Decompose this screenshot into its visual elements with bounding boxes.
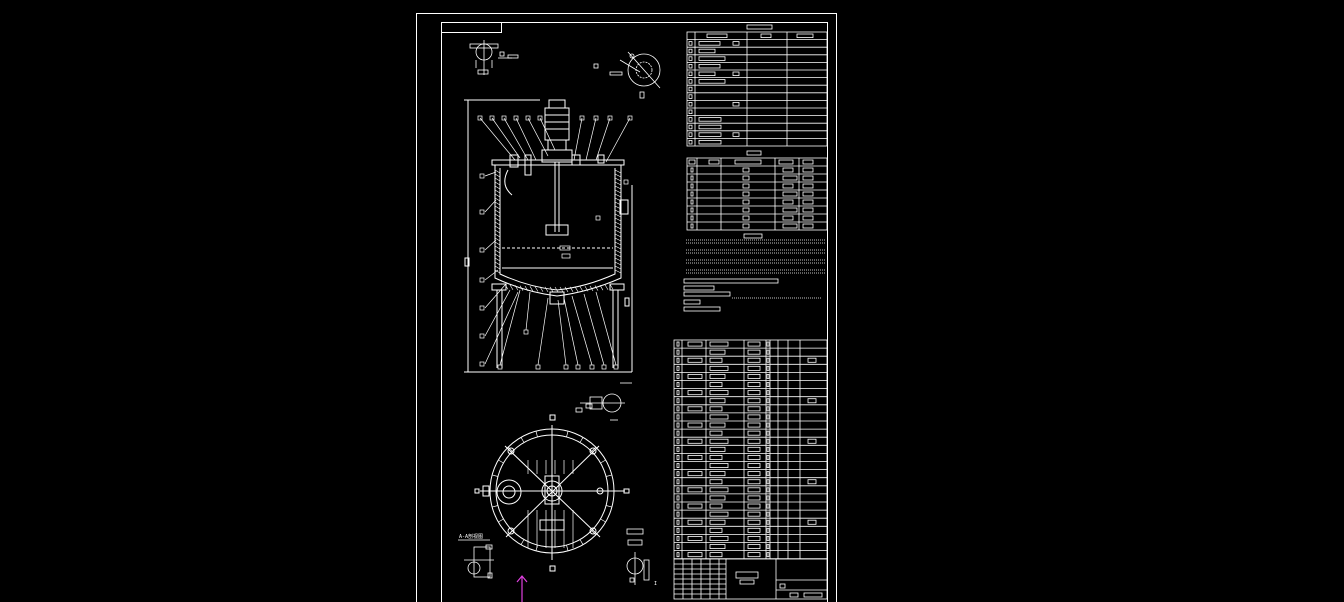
vessel-elevation-view — [464, 99, 633, 373]
vessel-jacket — [499, 168, 616, 291]
plan-view-baffles — [490, 429, 614, 553]
bearing-detail — [593, 51, 661, 99]
vessel-shell — [494, 164, 622, 297]
nozzle-detail-top — [469, 40, 519, 75]
detail-bottom-right — [626, 528, 650, 585]
insulation-hatch — [494, 169, 622, 293]
flange-detail — [575, 382, 632, 421]
sheet-inner-frame — [441, 22, 828, 602]
detail-label: I — [654, 581, 657, 587]
crosshair-cursor — [516, 575, 528, 602]
motor — [544, 107, 570, 141]
drawing-number-box — [441, 22, 502, 33]
section-label: A-A剖视图 — [459, 533, 483, 540]
part-leader-lines — [477, 115, 633, 370]
section-detail-bottom-left — [458, 539, 494, 579]
impeller — [545, 224, 569, 236]
sheet-outer-frame — [416, 13, 837, 602]
right-tables — [673, 24, 828, 600]
